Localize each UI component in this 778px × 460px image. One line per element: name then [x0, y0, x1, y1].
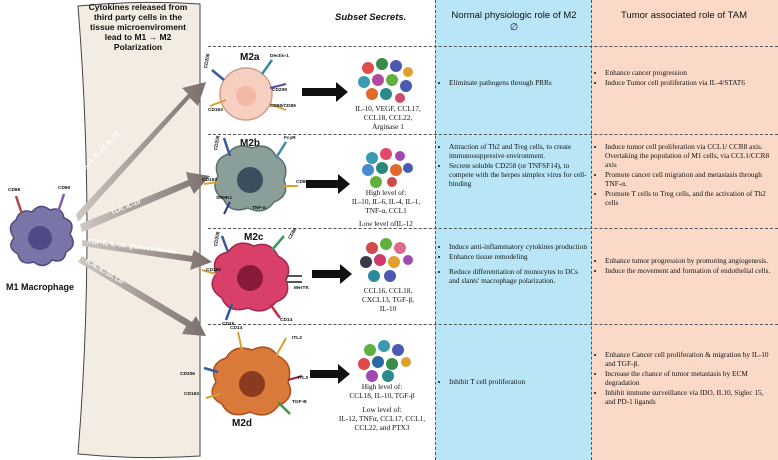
- molecule-cluster-m2c: [360, 238, 413, 282]
- m2c-marker-cd14: CD14: [280, 318, 293, 323]
- m2d-cell: [203, 331, 303, 416]
- m2c-normal-role: Induce anti-inflammatory cytokines produ…: [440, 242, 588, 286]
- m2b-secretion: High level of:IL-10, IL-6, IL-4, IL-1,TN…: [351, 188, 421, 228]
- m2b-label: M2b: [240, 138, 260, 149]
- m2c-label: M2c: [244, 232, 264, 243]
- m2d-marker-cd14: CD14: [230, 326, 243, 331]
- m2d-tumor-role: Enhance Cancer cell proliferation & migr…: [596, 350, 774, 407]
- m2a-cell: [209, 59, 287, 121]
- m2b-cell: [203, 137, 298, 215]
- secretion-arrow: [302, 82, 352, 384]
- m2d-marker-itl3: ITL3: [298, 376, 308, 381]
- m2b-marker-cd163: CD163: [202, 178, 217, 183]
- m2b-marker-fcgr: FcγR: [284, 136, 296, 141]
- polarization-header: Cytokines released from third party cell…: [88, 2, 188, 52]
- molecule-cluster-m2a: [358, 58, 413, 103]
- m2d-marker-itl2: ITL2: [292, 336, 302, 341]
- polarization-arrows: [76, 82, 212, 336]
- row-divider: [208, 46, 778, 47]
- m1-macrophage-cell: [9, 193, 74, 267]
- arrow-to-m2b: [80, 172, 210, 232]
- secretion-graphics: [302, 58, 413, 384]
- m2a-secretion: IL-10, VEGF, CCL17,CCL18, CCL22,Arginase…: [355, 104, 421, 131]
- m2b-tumor-role: Induce tumor cell proliferation via CCL1…: [596, 142, 774, 208]
- m2a-marker-cd209: CD209: [272, 88, 287, 93]
- m2d-label: M2d: [232, 418, 252, 429]
- tumor-role-column: [591, 0, 778, 460]
- m1-macrophage-label: M1 Macrophage: [6, 282, 75, 292]
- m2b-marker-sphk1: SPHK1: [216, 196, 232, 201]
- m2c-marker-cd16: CD16: [222, 322, 235, 327]
- m2c-cell: [201, 235, 302, 321]
- cd80-label: CD80: [58, 186, 71, 191]
- m2d-normal-role: Inhibit T cell proliferation: [440, 377, 588, 387]
- normal-role-header: Normal physiologic role of M2 ∅: [451, 10, 577, 33]
- m2b-normal-role: Attraction of Th2 and Treg cells, to cre…: [440, 142, 588, 189]
- m2d-marker-tgfb: TGF-B: [292, 400, 307, 405]
- m2b-marker-cd86: CD86: [296, 180, 309, 185]
- normal-role-column: [435, 0, 591, 460]
- m2c-marker-cd163: CD163: [206, 268, 221, 273]
- subset-secretion-header: Subset Secrets.: [335, 12, 407, 23]
- m2a-label: M2a: [240, 52, 260, 63]
- m2d-secretion: High level of:CCL18, IL-10, TGF-β Low le…: [338, 382, 426, 432]
- row-divider: [208, 228, 778, 229]
- m2a-marker-dectin1: Dectin-1: [270, 54, 289, 59]
- m2a-normal-role: Eliminate pathogens through PRRs: [440, 78, 588, 88]
- column-divider: [591, 0, 592, 460]
- m2a-tumor-role: Enhance cancer progressionInduce Tumor c…: [596, 68, 774, 88]
- m2d-marker-cd163: CD163: [184, 392, 199, 397]
- cd86-label: CD86: [8, 188, 21, 193]
- arrow-to-m2d: [78, 256, 206, 336]
- m2b-marker-tnfa: TNF-α: [252, 206, 266, 211]
- m2d-marker-cd206: CD206: [180, 372, 195, 377]
- m2c-marker-mertk: MerTK: [294, 286, 309, 291]
- m2c-tumor-role: Enhance tumor progression by promoting a…: [596, 256, 774, 276]
- column-divider: [435, 0, 436, 460]
- m2c-secretion: CCL16, CCL18,CXCL13, TGF-β,IL-10: [361, 286, 415, 313]
- molecule-cluster-m2b: [362, 148, 413, 188]
- m2a-marker-cd80-cd86: CD80/CD86: [270, 104, 296, 109]
- m2a-marker-cd163: CD163: [208, 108, 223, 113]
- tumor-role-header: Tumor associated role of TAM: [620, 10, 747, 21]
- arrow-to-m2c: [82, 240, 212, 270]
- row-divider: [208, 134, 778, 135]
- arrow-to-m2a: [76, 82, 206, 222]
- row-divider: [208, 324, 778, 325]
- molecule-cluster-m2d: [358, 340, 411, 382]
